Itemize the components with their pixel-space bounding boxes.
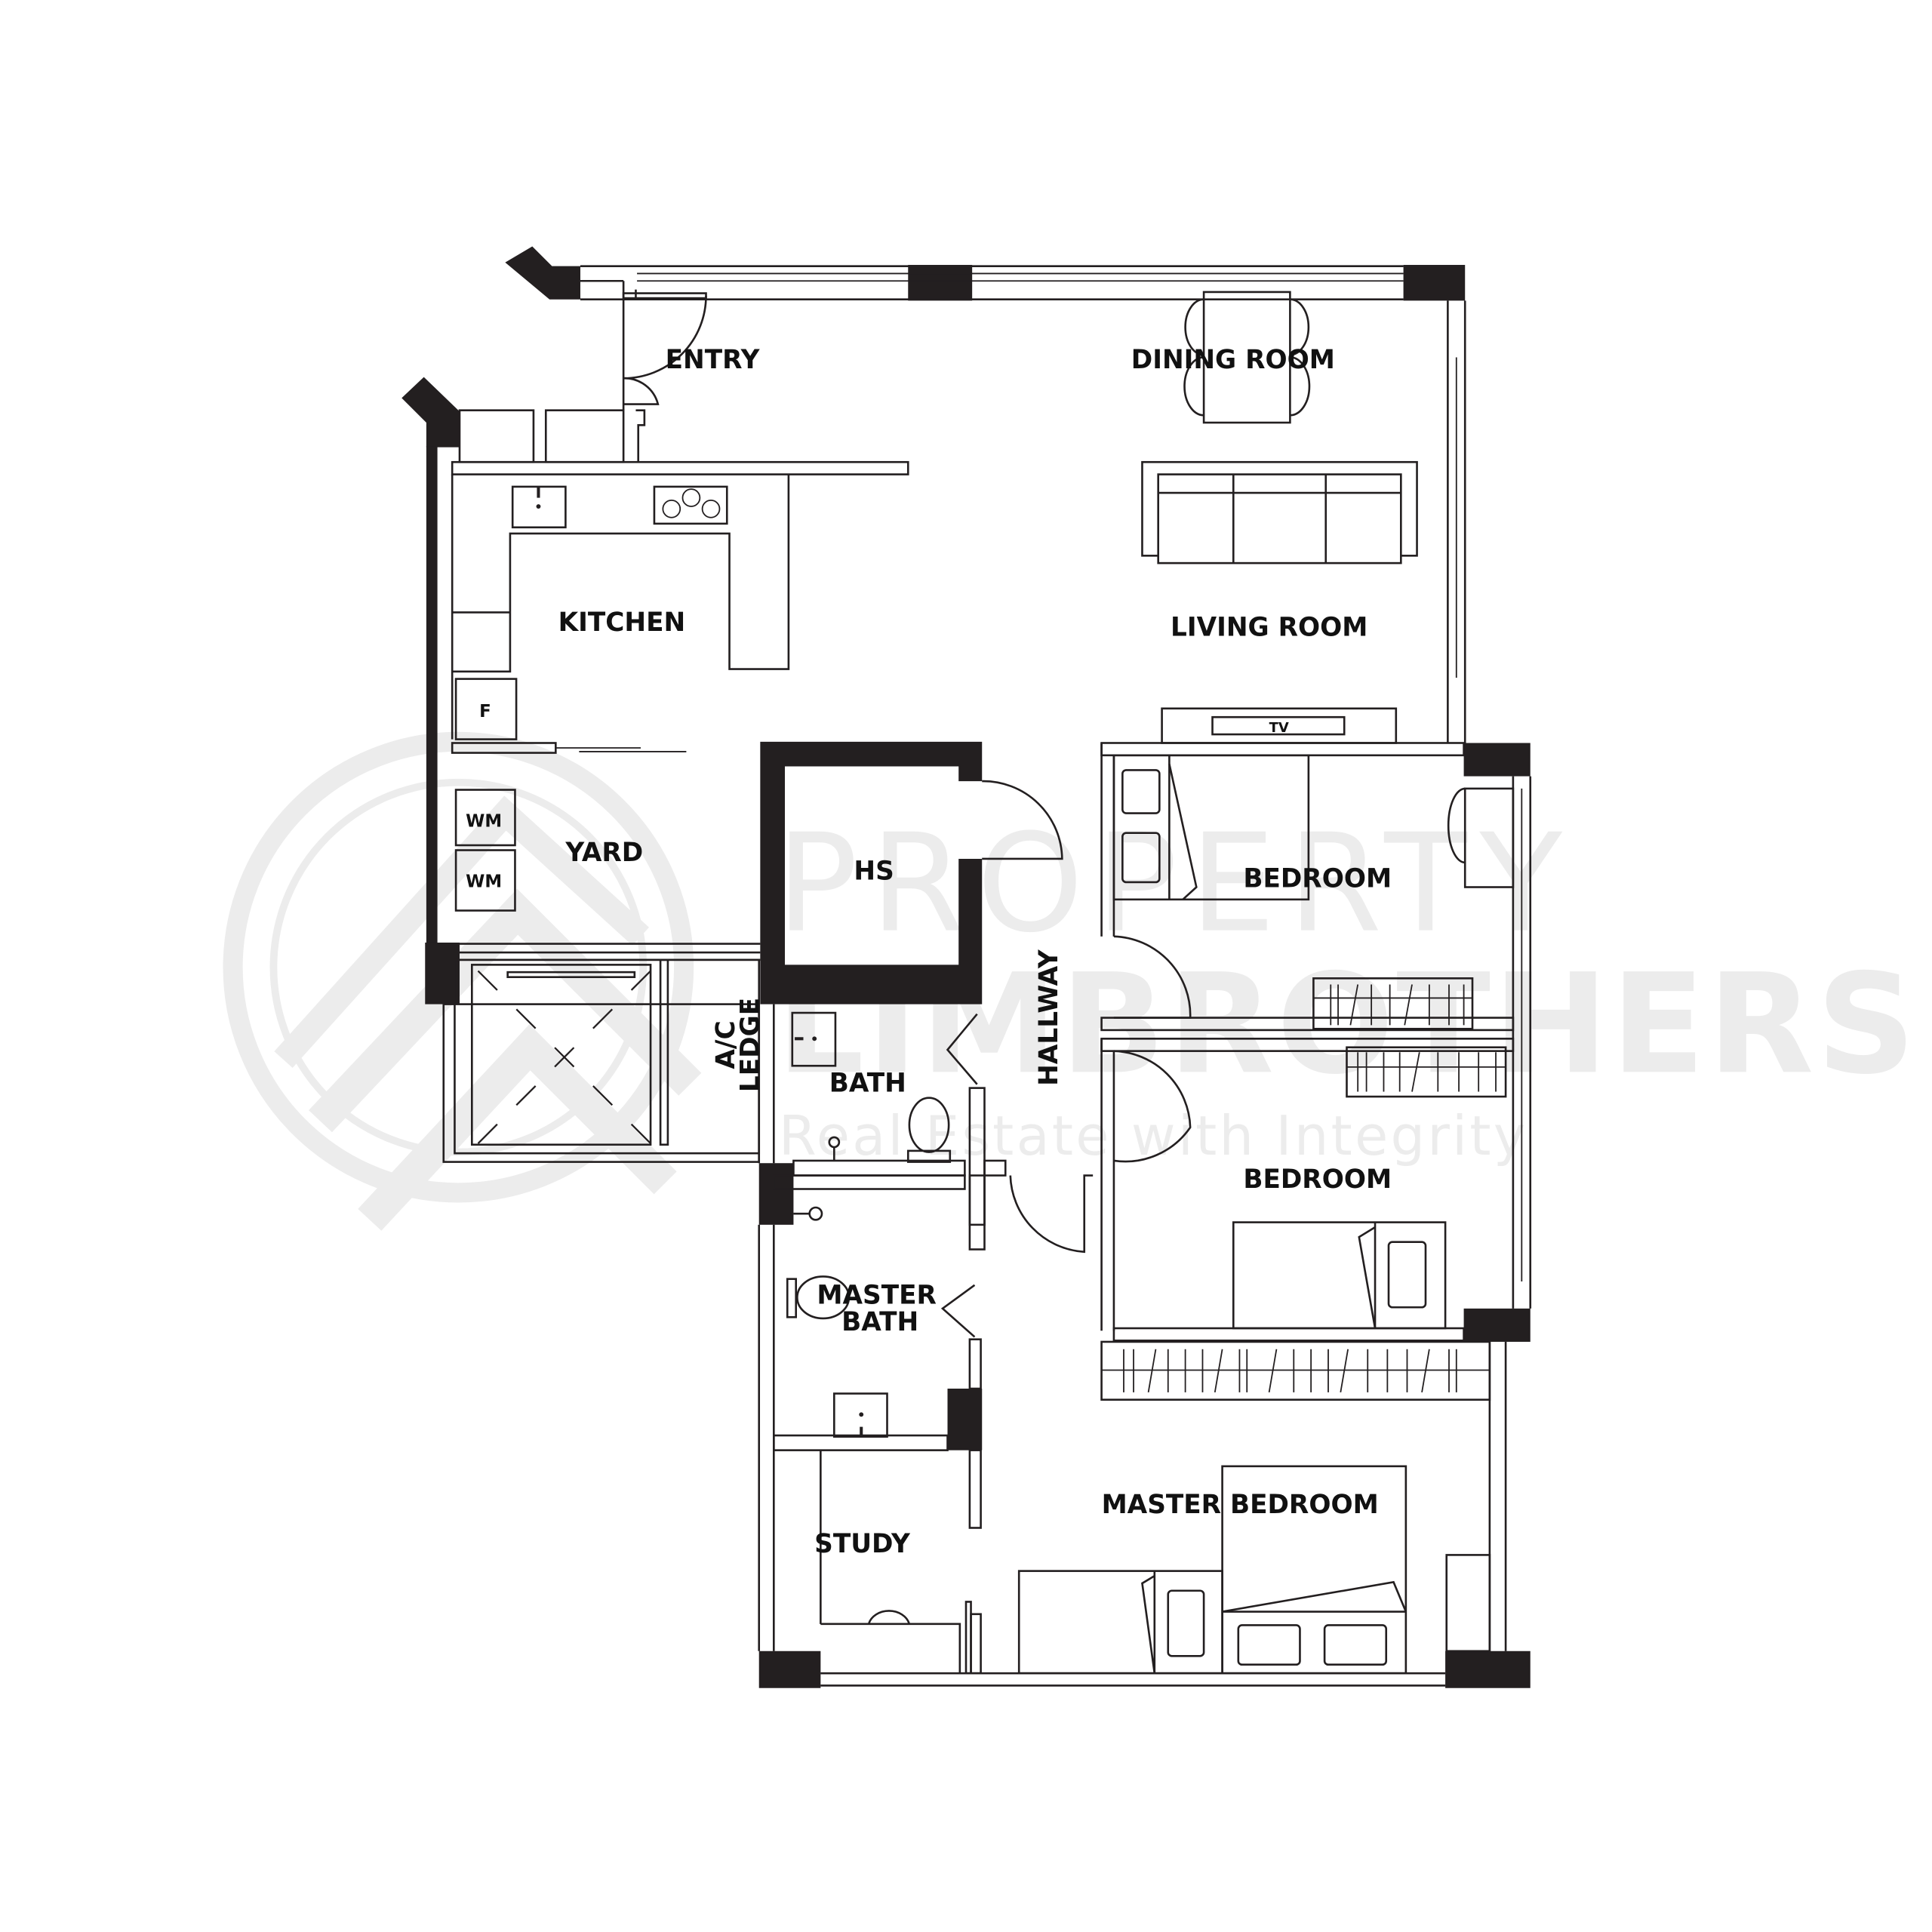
bath-door-icon [946,1013,978,1085]
study-area: STUDY [814,1449,982,1675]
bay-window-icon [471,964,652,1146]
watermark-line1: PROPERTY [777,805,1575,963]
bedroom-2-area: BEDROOM [1100,1038,1515,1342]
master-bath-area: MASTER BATH [773,1174,1094,1451]
washing-machine-icon [454,789,516,847]
label-ac-ledge-2: LEDGE [736,998,766,1092]
ac-ledge-area: A/C LEDGE [442,958,766,1163]
label-hallway: HALLWAY [1034,949,1064,1086]
entry-door-swing-icon [623,295,707,380]
side-cabinet-icon [1445,1554,1491,1653]
master-bath-swing-door-icon [1009,1174,1094,1254]
bedroom-2-door-icon [1113,1050,1192,1163]
label-master-bedroom: MASTER BEDROOM [1102,1490,1379,1520]
hallway-area: HALLWAY [1034,949,1064,1086]
label-master-bath-2: BATH [841,1307,918,1337]
toilet-icon [906,1097,952,1163]
toilet-icon [786,1275,851,1320]
label-bath: BATH [829,1069,906,1099]
label-kitchen: KITCHEN [558,608,686,638]
bed-icon [1112,754,1310,901]
tv-console-icon [1161,707,1398,744]
master-wardrobe-icon [1100,1340,1491,1401]
watermark-tagline: Real Estate with Integrity [779,1104,1528,1168]
structural-columns [401,246,1531,1688]
label-hs: HS [854,857,894,887]
hs-door-swing-icon [982,780,1063,860]
bath-sink-icon [791,1011,837,1067]
label-entry: ENTRY [666,345,761,375]
bedroom-1-door-icon [1113,935,1192,1019]
dining-living-area: DINING ROOM LIVING ROOM TV [1131,291,1418,744]
wardrobe-icon [1312,977,1474,1030]
label-fridge: F [479,702,491,721]
yard-area: WM WM YARD [454,789,761,961]
entry-side-door-icon [623,377,660,405]
daybed-icon [1017,1570,1223,1675]
desk-chair-icon [1447,787,1515,888]
watermark-logo-icon [223,731,702,1231]
fridge-icon [454,678,518,740]
label-dining-room: DINING ROOM [1131,345,1335,375]
master-bath-door-icon [940,1284,976,1338]
bed-icon [1232,1221,1447,1330]
label-bedroom-2: BEDROOM [1243,1164,1392,1195]
study-chair-icon [867,1610,911,1625]
label-washer-1: WM [466,812,502,832]
entry-area: ENTRY [580,279,761,411]
label-ac-ledge-1: A/C [711,1020,741,1069]
bedroom-1-area: BEDROOM [1100,742,1515,1032]
label-tv: TV [1269,720,1289,736]
wardrobe-icon [1346,1046,1507,1098]
shower-icon [808,1206,823,1221]
hs-area: HS [854,780,1063,887]
washing-machine-icon [454,849,516,912]
label-master-bath-1: MASTER [817,1280,936,1310]
cooktop-icon [653,485,728,525]
label-bedroom-1: BEDROOM [1243,864,1392,894]
master-bedroom-area: MASTER BEDROOM [1017,1465,1491,1675]
kitchen-area: KITCHEN F [451,409,909,754]
master-bed-icon [1221,1465,1407,1675]
sofa-icon [1141,460,1418,565]
dining-table-icon [1183,291,1311,424]
label-study: STUDY [814,1529,911,1559]
label-washer-2: WM [466,872,502,892]
label-yard: YARD [565,838,643,868]
exterior-walls [580,265,1532,1687]
label-living-room: LIVING ROOM [1171,612,1367,642]
